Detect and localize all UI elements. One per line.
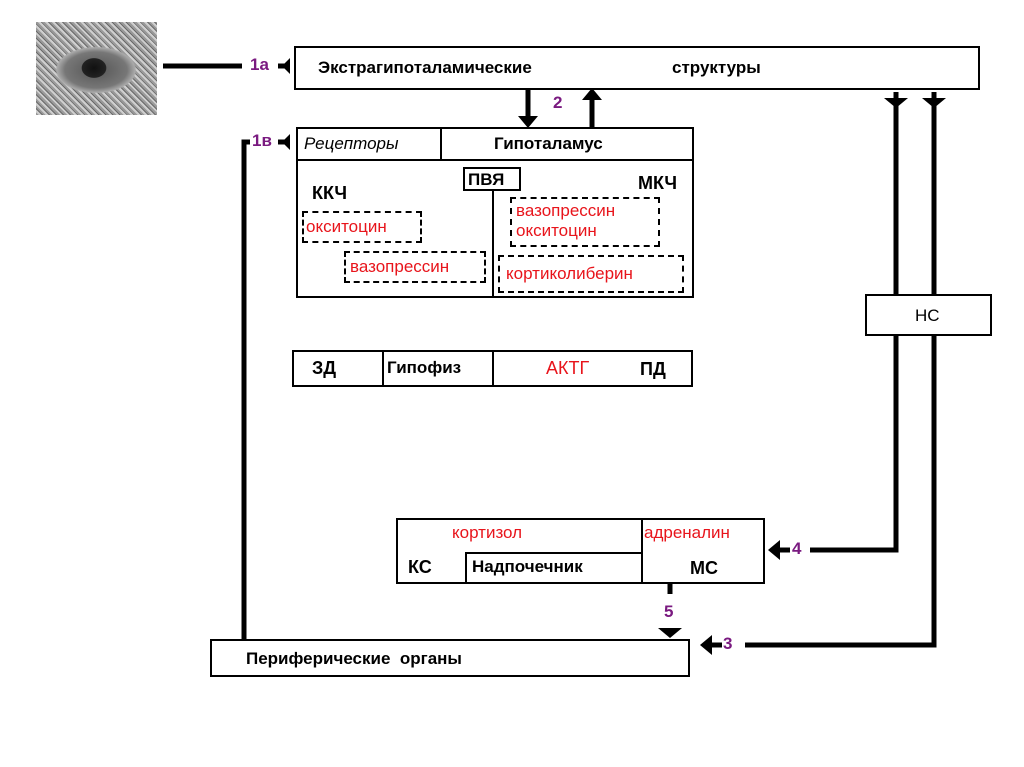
pituitary-box: ЗД Гипофиз АКТГ ПД	[292, 350, 693, 387]
ns-box: НС	[865, 294, 992, 336]
structures-label: структуры	[672, 58, 761, 77]
corticoliberin: кортиколиберин	[506, 264, 633, 283]
pituitary-zd: ЗД	[312, 358, 337, 378]
pituitary-label: Гипофиз	[387, 358, 462, 377]
pathway-label-5: 5	[664, 602, 674, 621]
receptors-label: Рецепторы	[304, 134, 399, 153]
ks-label: КС	[408, 557, 432, 577]
pathway-label-1v: 1в	[252, 131, 272, 150]
arrowhead-5	[658, 628, 682, 638]
eye-image	[36, 22, 157, 115]
ms-label: МС	[690, 558, 718, 578]
pathway-label-4: 4	[792, 539, 802, 558]
pathway-label-3: 3	[723, 634, 733, 653]
arrowhead-ns-1	[884, 98, 908, 108]
arrowhead-2-up	[582, 88, 602, 100]
kkch-oxytocin-box: окситоцин	[302, 211, 422, 243]
peripheral-organs-box: Периферические органы	[210, 639, 690, 677]
kkch-vasopressin: вазопрессин	[350, 257, 450, 276]
arrowhead-ns-2	[922, 98, 946, 108]
mkch-label: МКЧ	[638, 173, 678, 193]
kkch-oxytocin: окситоцин	[306, 217, 387, 236]
arrowhead-1a	[282, 58, 290, 74]
kkch-label: ККЧ	[312, 183, 348, 203]
pathway-label-2: 2	[553, 93, 563, 112]
mkch-vasopressin: вазопрессин	[516, 201, 616, 220]
arrowhead-2-down	[518, 116, 538, 128]
line-peripheral-to-receptors	[241, 139, 250, 640]
cortisol-label: кортизол	[452, 523, 523, 542]
pvn-box: ПВЯ	[463, 167, 521, 191]
arrowhead-4	[768, 540, 780, 560]
extrahypothalamic-box: Экстрагипоталамические структуры	[294, 46, 980, 90]
hypothalamus-header	[298, 129, 692, 161]
hypothalamus-label: Гипоталамус	[494, 134, 603, 153]
arrowhead-3	[700, 635, 712, 655]
adrenal-label: Надпочечник	[472, 557, 583, 576]
ns-label: НС	[915, 306, 940, 325]
adrenal-box: кортизол адреналин КС Надпочечник МС	[396, 518, 765, 584]
pathway-label-1a: 1а	[250, 55, 269, 74]
pvn-label: ПВЯ	[468, 170, 505, 189]
extrahypothalamic-label: Экстрагипоталамические	[318, 58, 532, 77]
mkch-hormones-box: вазопрессин окситоцин	[510, 197, 660, 247]
kkch-vasopressin-box: вазопрессин	[344, 251, 486, 283]
pituitary-pd: ПД	[640, 359, 666, 379]
adrenaline-label: адреналин	[644, 523, 730, 542]
hypothalamus-box: Рецепторы Гипоталамус ПВЯ ККЧ МКЧ оксито…	[296, 127, 694, 298]
line-4	[810, 334, 899, 553]
mkch-oxytocin: окситоцин	[516, 221, 597, 240]
kkch-mkch-divider	[492, 185, 494, 296]
line-3	[745, 334, 937, 648]
arrowhead-1v	[282, 134, 290, 150]
peripheral-organs-label: Периферические органы	[246, 649, 462, 668]
corticoliberin-box: кортиколиберин	[498, 255, 684, 293]
actg-label: АКТГ	[546, 358, 590, 378]
